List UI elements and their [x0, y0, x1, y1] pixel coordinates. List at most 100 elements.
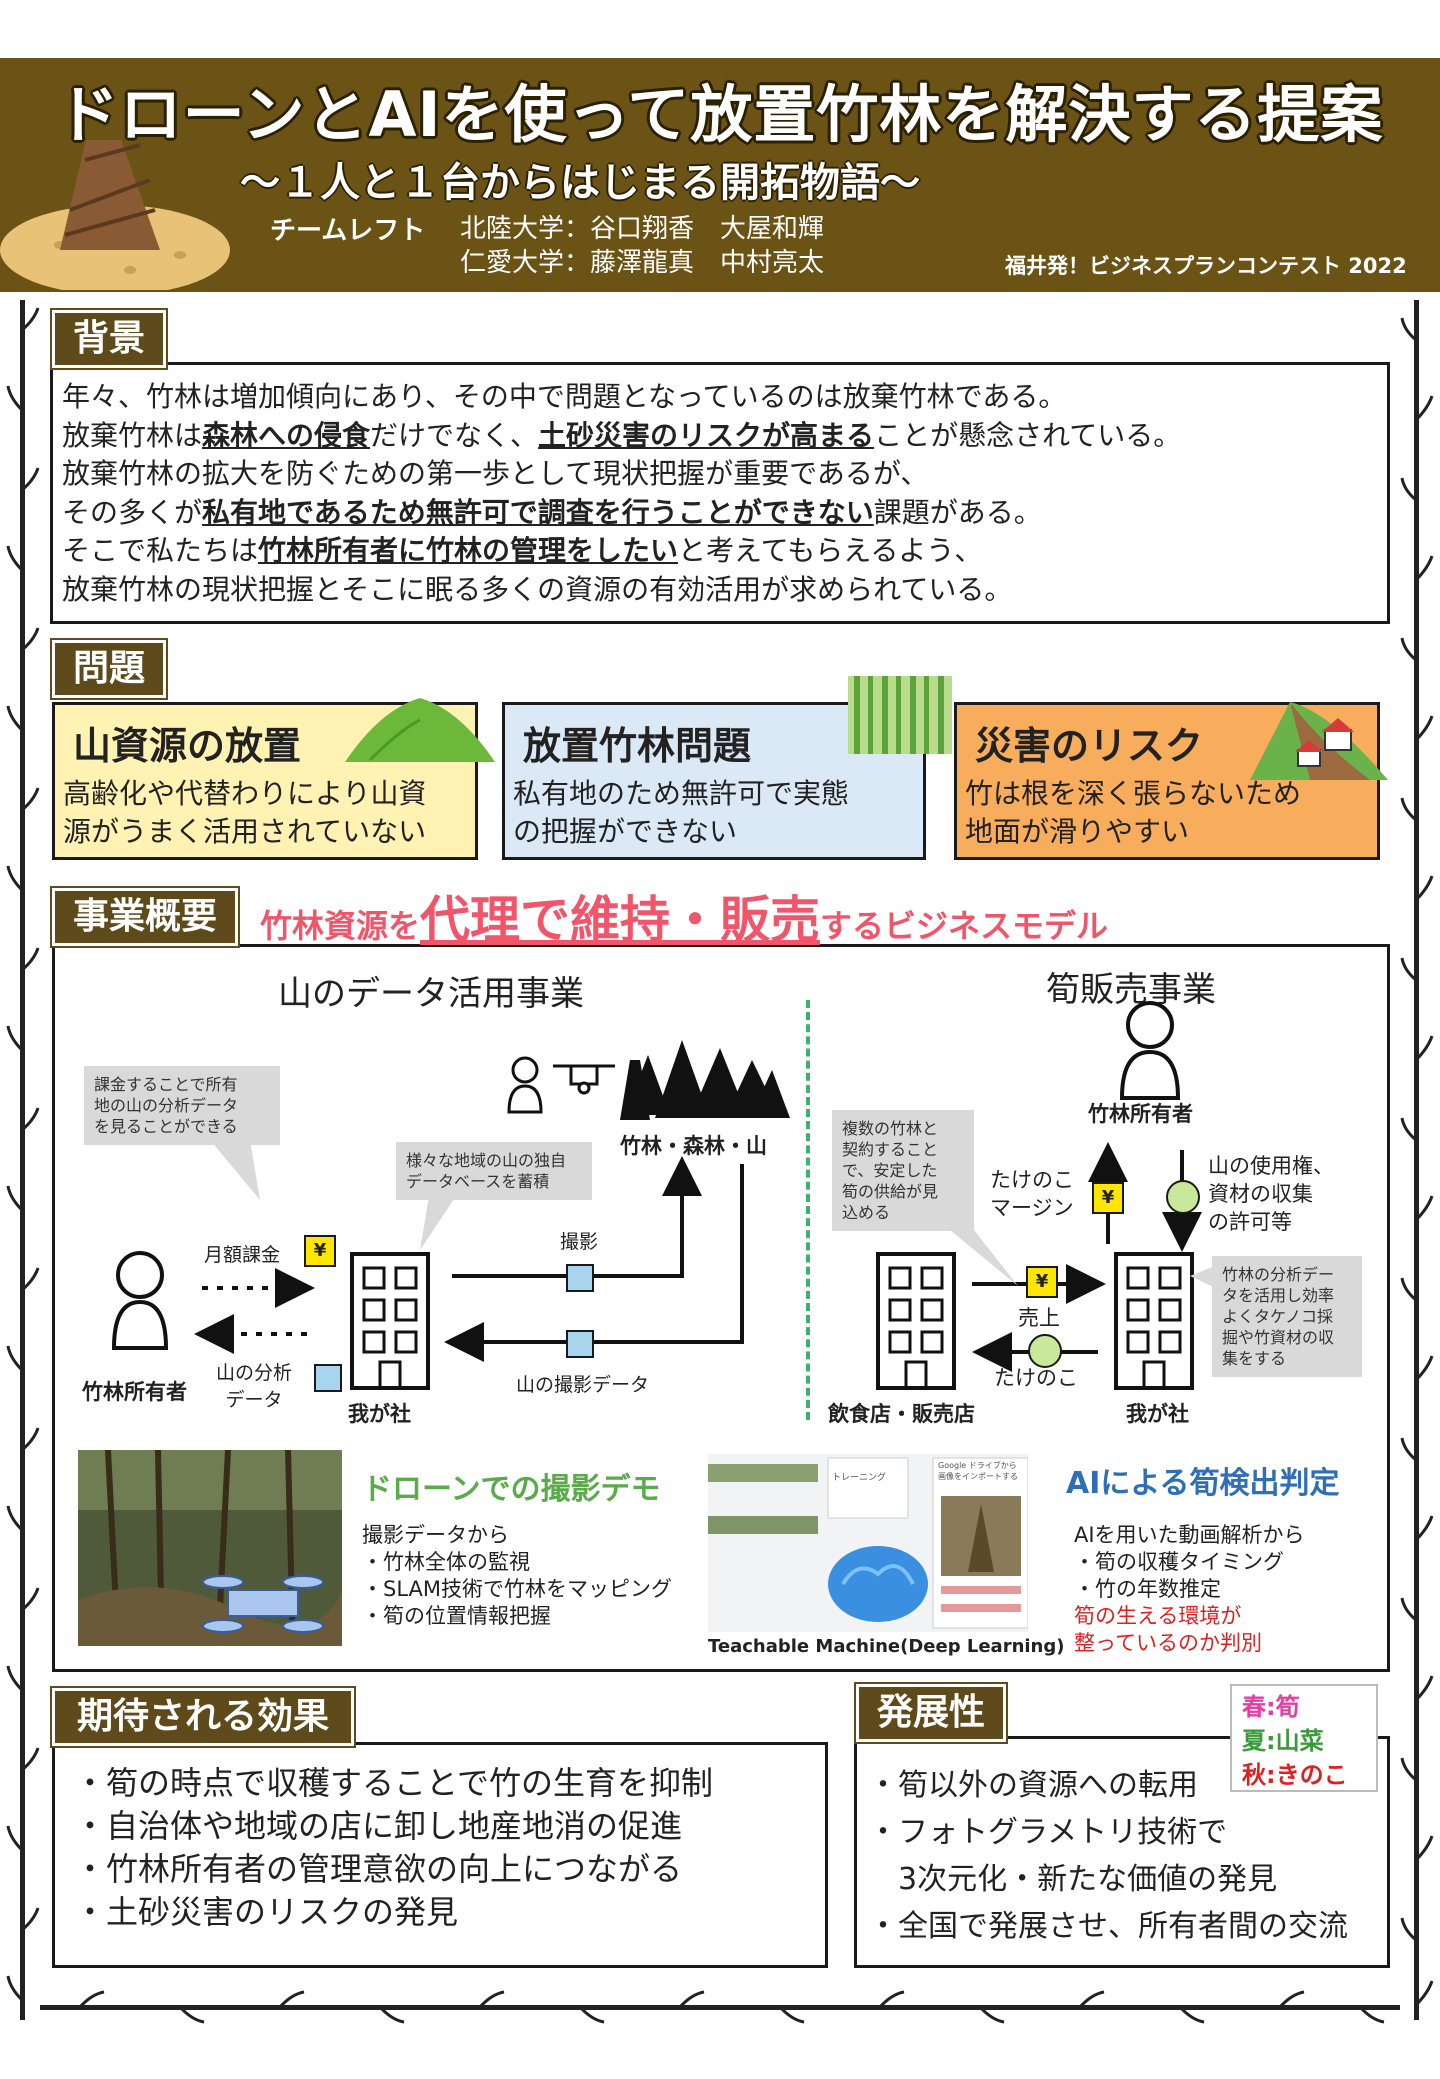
our-company-label-left: 我が社	[348, 1402, 411, 1426]
bamboo-forest-icon	[848, 676, 952, 754]
data-icon	[566, 1330, 594, 1358]
background-line-2: 放棄竹林は森林への侵食だけでなく、土砂災害のリスクが高まることが懸念されている。	[62, 418, 1182, 452]
bubble-contract: 複数の竹林と契約することで、安定した筍の供給が見込める	[832, 1110, 974, 1231]
seasons-box: 春:筍 夏:山菜 秋:きのこ	[1230, 1684, 1378, 1792]
shooting-data-label: 山の撮影データ	[516, 1374, 650, 1396]
yen-icon: ¥	[304, 1235, 336, 1267]
development-list: ・筍以外の資源への転用 ・フォトグラメトリ技術で 3次元化・新たな価値の発見 ・…	[868, 1762, 1348, 1950]
analysis-data-label: 山の分析データ	[216, 1362, 293, 1411]
ai-detection-title: AIによる筍検出判定	[1066, 1466, 1340, 1501]
development-item: ・フォトグラメトリ技術で	[868, 1815, 1228, 1850]
page-subtitle: ～１人と１台からはじまる開拓物語～	[240, 160, 920, 206]
page-title: ドローンとAIを使って放置竹林を解決する提案	[56, 78, 1384, 151]
bamboo-shoot-label: たけのこ	[994, 1366, 1078, 1390]
season-summer: 夏:山菜	[1242, 1727, 1324, 1755]
bamboo-border-bottom	[40, 1990, 1400, 2024]
problem-desc: 竹は根を深く張らないため地面が滑りやすい	[965, 777, 1302, 848]
development-item: ・全国で発展させ、所有者間の交流	[868, 1909, 1348, 1944]
business-tagline: 竹林資源を代理で維持・販売するビジネスモデル	[260, 891, 1109, 949]
our-company-label-right: 我が社	[1126, 1402, 1189, 1426]
team-name: チームレフト	[270, 216, 426, 246]
effect-item: ・筍の時点で収穫することで竹の生育を抑制	[74, 1764, 714, 1802]
members-jin-ai: 仁愛大学：藤澤龍真 中村亮太	[460, 248, 825, 278]
company-building-icon-left	[350, 1252, 430, 1390]
sales-label: 売上	[1018, 1306, 1060, 1330]
problem-desc: 私有地のため無許可で実態の把握ができない	[513, 777, 850, 848]
background-line-6: 放棄竹林の現状把握とそこに眠る多くの資源の有効活用が求められている。	[62, 572, 1013, 606]
yen-icon: ¥	[1092, 1182, 1124, 1214]
mountain-icon	[345, 698, 495, 762]
bubble-database: 様々な地域の山の独自データベースを蓄積	[396, 1142, 592, 1200]
business-flow-diagram	[194, 1142, 1202, 1372]
teachable-machine-caption: Teachable Machine(Deep Learning)	[708, 1636, 1065, 1657]
background-box	[50, 362, 1390, 624]
owner-person-icon-right	[1119, 1001, 1181, 1100]
background-line-5: そこで私たちは竹林所有者に竹林の管理をしたいと考えてもらえるよう、	[62, 534, 983, 567]
bubble-tail	[420, 1190, 460, 1250]
effects-label: 期待される効果	[49, 1686, 357, 1748]
section-divider	[806, 1000, 810, 1420]
bamboo-shoot-illustration	[0, 140, 230, 290]
effects-box	[52, 1742, 828, 1968]
business-label: 事業概要	[49, 886, 241, 948]
problem-title: 山資源の放置	[73, 724, 302, 768]
background-line-3: 放棄竹林の拡大を防ぐための第一歩として現状把握が重要であるが、	[62, 457, 929, 490]
shooting-label: 撮影	[560, 1231, 599, 1253]
bubble-tail	[210, 1140, 260, 1200]
restaurant-label: 飲食店・販売店	[828, 1402, 975, 1426]
contest-name: 福井発！ビジネスプランコンテスト 2022	[1005, 254, 1407, 278]
bubble-analysis-use: 竹林の分析データを活用し効率よくタケノコ採掘や竹資材の収集をする	[1212, 1256, 1362, 1377]
season-spring: 春:筍	[1242, 1693, 1300, 1721]
development-label: 発展性	[853, 1682, 1009, 1744]
monthly-fee-label: 月額課金	[204, 1244, 281, 1266]
restaurant-building-icon	[876, 1252, 956, 1390]
screen-text-import: Google ドライブから画像をインポートする	[938, 1461, 1018, 1481]
drone-demo-photo	[78, 1450, 342, 1646]
data-icon	[566, 1264, 594, 1292]
problem-title: 災害のリスク	[975, 724, 1204, 768]
background-line-1: 年々、竹林は増加傾向にあり、その中で問題となっているのは放棄竹林である。	[62, 380, 1067, 413]
season-autumn: 秋:きのこ	[1242, 1761, 1348, 1789]
company-building-icon-right	[1114, 1252, 1194, 1390]
margin-label: たけのこマージン	[990, 1168, 1074, 1220]
bubble-subscription: 課金することで所有地の山の分析データを見ることができる	[84, 1066, 280, 1145]
landslide-icon	[1250, 702, 1388, 780]
effect-item: ・竹林所有者の管理意欲の向上につながる	[74, 1850, 683, 1888]
header-banner	[0, 58, 1440, 292]
drone-demo-title: ドローンでの撮影デモ	[362, 1472, 661, 1507]
background-line-4: その多くが私有地であるため無許可で調査を行うことができない課題がある。	[62, 495, 1042, 529]
bamboo-border-left	[6, 300, 40, 2020]
yen-icon: ¥	[1026, 1266, 1058, 1298]
problem-card-mountain-resources: 山資源の放置 高齢化や代替わりにより山資源がうまく活用されていない	[52, 702, 478, 860]
background-text: 年々、竹林は増加傾向にあり、その中で問題となっているのは放棄竹林である。 放棄竹…	[62, 378, 1362, 609]
forest-icon	[620, 1040, 790, 1120]
problem-desc: 高齢化や代替わりにより山資源がうまく活用されていない	[63, 777, 427, 848]
members-hokuriku: 北陸大学：谷口翔香 大屋和輝	[460, 214, 825, 244]
owner-label-right: 竹林所有者	[1088, 1102, 1193, 1126]
owner-person-icon-left	[111, 1251, 169, 1350]
problems-label: 問題	[49, 638, 169, 700]
bubble-tail	[950, 1230, 1018, 1286]
drone-demo-list: 撮影データから ・竹林全体の監視・SLAM技術で竹林をマッピング・筍の位置情報把…	[362, 1523, 672, 1628]
data-icon	[314, 1364, 342, 1392]
development-item: 3次元化・新たな価値の発見	[868, 1862, 1278, 1897]
drone-operator-icon	[507, 1056, 615, 1114]
teachable-machine-screenshot	[708, 1454, 1028, 1632]
bamboo-shoot-icon	[1028, 1334, 1062, 1368]
shoot-sales-title: 筍販売事業	[1046, 970, 1216, 1010]
forest-label: 竹林・森林・山	[620, 1134, 767, 1158]
effects-list: ・筍の時点で収穫することで竹の生育を抑制 ・自治体や地域の店に卸し地産地消の促進…	[74, 1762, 713, 1934]
usage-rights-label: 山の使用権、資材の収集の許可等	[1208, 1154, 1334, 1234]
data-business-title: 山のデータ活用事業	[278, 974, 584, 1014]
screen-text-training: トレーニング	[832, 1473, 887, 1483]
effect-item: ・自治体や地域の店に卸し地産地消の促進	[74, 1807, 683, 1845]
problem-title: 放置竹林問題	[523, 724, 752, 768]
bamboo-border-right	[1400, 300, 1434, 2020]
ai-detection-list: AIを用いた動画解析から ・筍の収穫タイミング・竹の年数推定 筍の生える環境が …	[1074, 1523, 1305, 1655]
effect-item: ・土砂災害のリスクの発見	[74, 1893, 459, 1931]
bubble-tail	[1190, 1264, 1220, 1290]
owner-label-left: 竹林所有者	[82, 1380, 187, 1404]
permission-icon	[1166, 1180, 1200, 1214]
background-label: 背景	[49, 308, 169, 370]
development-item: ・筍以外の資源への転用	[868, 1768, 1198, 1803]
